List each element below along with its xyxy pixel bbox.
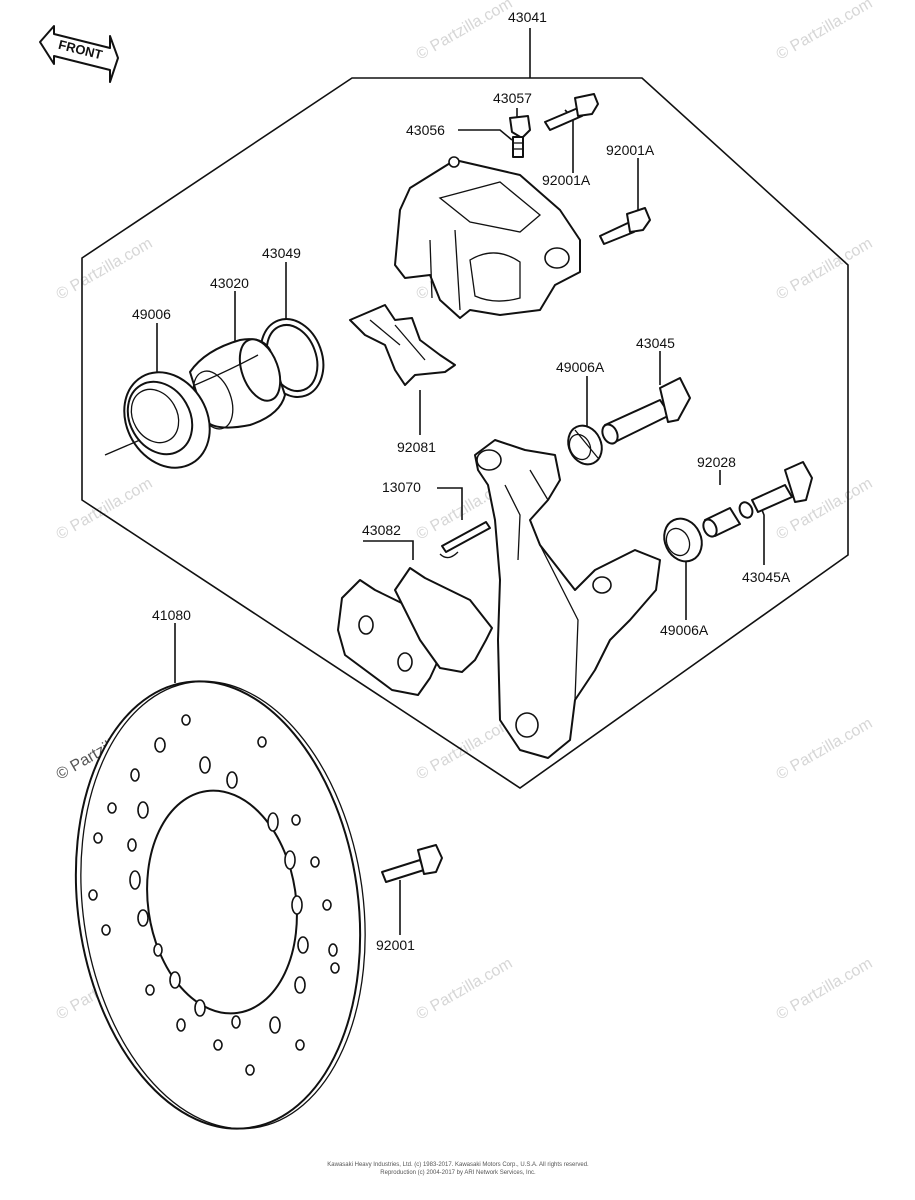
pin-boot-lower [663, 517, 703, 563]
part-label-49006a: 49006A [660, 622, 709, 638]
brake-pads [337, 567, 493, 696]
watermark: © Partzilla.com [54, 475, 156, 544]
part-label-49006a: 49006A [556, 359, 605, 375]
part-label-43020: 43020 [210, 275, 249, 291]
brake-disc [74, 680, 366, 1130]
assembly-outline [81, 77, 849, 789]
disc-holes [88, 714, 340, 1076]
copyright-footer: Kawasaki Heavy Industries, Ltd. (c) 1983… [327, 1162, 589, 1176]
part-label-43045: 43045 [636, 335, 675, 351]
part-labels: 43041 43057 43056 92001A 92001A 43049 43… [132, 9, 791, 953]
part-label-92028: 92028 [697, 454, 736, 470]
pad-retainer-clip [439, 521, 491, 559]
watermark: © Partzilla.com [414, 715, 516, 784]
caliper-bolt-lower [599, 207, 651, 245]
slide-pin-upper [601, 377, 691, 445]
watermark: © Partzilla.com [774, 0, 876, 63]
part-label-92081: 92081 [397, 439, 436, 455]
part-label-43057: 43057 [493, 90, 532, 106]
watermark: © Partzilla.com [414, 0, 516, 63]
pin-sleeve [702, 507, 741, 538]
dust-seal [104, 371, 211, 469]
disc-bolt [381, 844, 443, 883]
caliper-bolt-upper [544, 93, 599, 131]
bleeder-valve [509, 115, 531, 158]
part-label-49006: 49006 [132, 306, 171, 322]
caliper-body [394, 156, 581, 319]
watermark: © Partzilla.com [774, 955, 876, 1024]
pad-spring [349, 304, 456, 386]
part-label-43056: 43056 [406, 122, 445, 138]
part-label-43045a: 43045A [742, 569, 791, 585]
part-label-43049: 43049 [262, 245, 301, 261]
watermark: © Partzilla.com [414, 955, 516, 1024]
footer-line-1: Kawasaki Heavy Industries, Ltd. (c) 1983… [327, 1162, 589, 1168]
leader-lines [156, 28, 765, 935]
part-label-41080: 41080 [152, 607, 191, 623]
part-label-43041: 43041 [508, 9, 547, 25]
part-label-13070: 13070 [382, 479, 421, 495]
part-label-92001: 92001 [376, 937, 415, 953]
part-label-92001a: 92001A [542, 172, 591, 188]
caliper-piston [189, 338, 286, 430]
caliper-bracket [474, 439, 661, 759]
pin-boot-upper [567, 424, 603, 466]
watermark: © Partzilla.com [54, 235, 156, 304]
part-label-92001a: 92001A [606, 142, 655, 158]
footer-line-2: Reproduction (c) 2004-2017 by ARI Networ… [380, 1170, 536, 1176]
watermark: © Partzilla.com [774, 235, 876, 304]
part-label-43082: 43082 [362, 522, 401, 538]
watermark: © Partzilla.com [774, 715, 876, 784]
front-direction-tag: FRONT [39, 25, 119, 83]
slide-pin-lower [738, 461, 813, 519]
